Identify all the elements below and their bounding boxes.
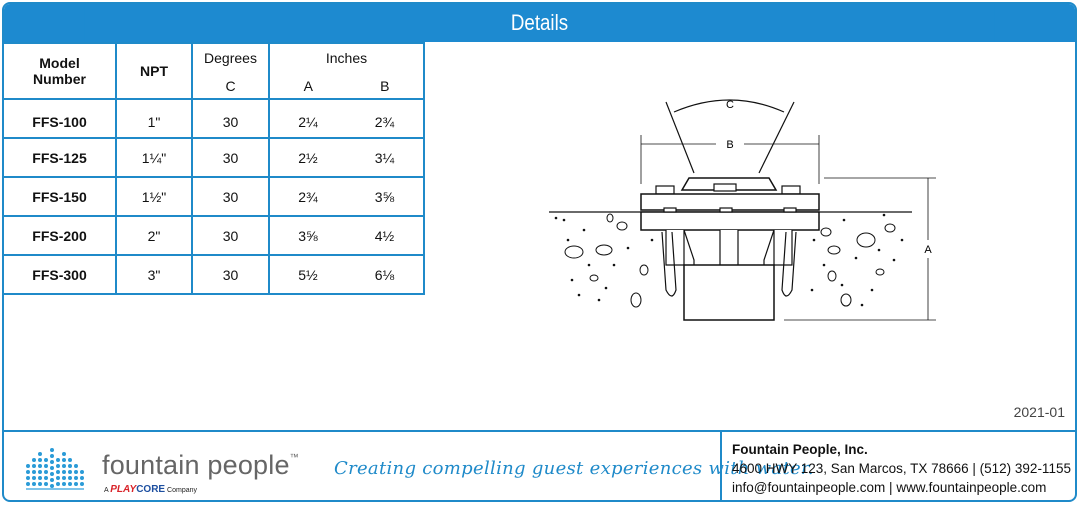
page-title: Details xyxy=(84,4,995,42)
label-c: C xyxy=(726,99,734,111)
playcore-tagline: A PLAYCORE Company xyxy=(104,484,197,495)
header-degrees-c: C xyxy=(225,78,236,94)
cell-b: 3¼ xyxy=(346,137,425,178)
fitting-collar xyxy=(640,211,820,231)
brand-text: fountain people xyxy=(102,450,290,480)
header-bar: Details xyxy=(4,4,1075,42)
body-inner-left xyxy=(665,230,685,266)
header-inches: Inches A B xyxy=(268,42,425,100)
contact-block: Fountain People, Inc. 4600 HWY 123, San … xyxy=(720,432,1075,500)
revision-date: 2021-01 xyxy=(1013,404,1065,420)
cell-npt: 3" xyxy=(115,254,193,295)
anchor-left xyxy=(661,231,677,297)
sub-company: Company xyxy=(167,487,198,494)
header-degrees: Degrees C xyxy=(191,42,270,100)
label-b: B xyxy=(726,139,733,151)
header-inches-b: B xyxy=(380,78,390,94)
angle-line-left xyxy=(665,101,695,174)
table-row: FFS-200 2" 30 3⅝ 4½ xyxy=(4,215,425,256)
bolt-right xyxy=(781,185,801,195)
cell-model: FFS-200 xyxy=(4,215,117,256)
cell-a: 3⅝ xyxy=(268,215,346,256)
cell-a: 2¼ xyxy=(268,98,346,139)
table-row: FFS-100 1" 30 2¼ 2¾ xyxy=(4,98,425,139)
cell-c: 30 xyxy=(191,176,270,217)
header-model: Model Number xyxy=(4,42,117,100)
fountain-logo-icon xyxy=(26,448,84,490)
header-degrees-label: Degrees xyxy=(204,50,257,66)
table-row: FFS-150 1½" 30 2¾ 3⅝ xyxy=(4,176,425,217)
cell-c: 30 xyxy=(191,137,270,178)
cell-b: 3⅝ xyxy=(346,176,425,217)
cell-c: 30 xyxy=(191,254,270,295)
fitting-drawing: C B A xyxy=(549,99,936,321)
cell-c: 30 xyxy=(191,98,270,139)
cell-b: 6⅛ xyxy=(346,254,425,295)
body-inner-right xyxy=(773,230,793,266)
cap-nozzle xyxy=(713,183,737,192)
pipe-body xyxy=(683,264,775,321)
table-row: FFS-300 3" 30 5½ 6⅛ xyxy=(4,254,425,295)
company-web: info@fountainpeople.com | www.fountainpe… xyxy=(732,480,1047,495)
bolt-right-lower xyxy=(783,207,797,213)
brand-name: fountain people™ xyxy=(102,450,299,481)
cell-model: FFS-125 xyxy=(4,137,117,178)
cell-model: FFS-300 xyxy=(4,254,117,295)
spec-table: Model Number NPT Degrees C Inches A xyxy=(4,42,425,295)
bolt-left xyxy=(655,185,675,195)
cell-c: 30 xyxy=(191,215,270,256)
angle-arc xyxy=(673,99,785,113)
sub-a: A xyxy=(104,487,109,494)
concrete-dots xyxy=(554,213,904,307)
playcore-play: PLAY xyxy=(110,484,137,495)
label-a: A xyxy=(924,244,932,256)
bolt-left-lower xyxy=(663,207,677,213)
trademark: ™ xyxy=(289,452,299,462)
body-taper xyxy=(683,229,775,265)
cell-model: FFS-150 xyxy=(4,176,117,217)
cell-npt: 1¼" xyxy=(115,137,193,178)
company-name: Fountain People, Inc. xyxy=(732,442,868,457)
cell-model: FFS-100 xyxy=(4,98,117,139)
slogan: Creating compelling guest experiences wi… xyxy=(334,458,814,479)
playcore-core: CORE xyxy=(136,484,166,495)
anchor-right xyxy=(781,231,797,297)
cell-a: 2½ xyxy=(268,137,346,178)
concrete-aggregate xyxy=(564,213,896,308)
cell-a: 5½ xyxy=(268,254,346,295)
footer: fountain people™ A PLAYCORE Company Crea… xyxy=(4,430,1075,500)
cell-npt: 2" xyxy=(115,215,193,256)
table-row: FFS-125 1¼" 30 2½ 3¼ xyxy=(4,137,425,178)
cell-npt: 1" xyxy=(115,98,193,139)
cell-b: 4½ xyxy=(346,215,425,256)
playcore-logo: PLAYCORE xyxy=(110,484,165,495)
header-model-line2: Number xyxy=(33,71,86,87)
angle-line-right xyxy=(758,101,795,174)
bolt-center-lower xyxy=(719,207,733,213)
cell-npt: 1½" xyxy=(115,176,193,217)
cell-a: 2¾ xyxy=(268,176,346,217)
header-inches-label: Inches xyxy=(325,50,368,66)
header-npt: NPT xyxy=(115,42,193,100)
company-address: 4600 HWY 123, San Marcos, TX 78666 | (51… xyxy=(732,461,1071,476)
header-inches-a: A xyxy=(303,78,313,94)
cell-b: 2¾ xyxy=(346,98,425,139)
header-model-line1: Model xyxy=(39,55,80,71)
